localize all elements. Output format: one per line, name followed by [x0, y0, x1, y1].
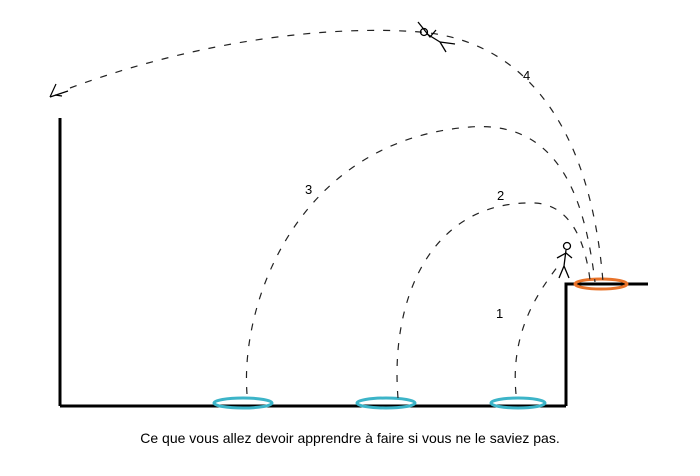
jump-label-3: 3 [305, 182, 312, 197]
jump-label-1: 1 [496, 306, 503, 321]
target-pad-2 [355, 396, 417, 410]
stick-figure-icon [556, 241, 573, 279]
flying-figure-icon [417, 21, 456, 53]
trajectory-2 [396, 202, 591, 399]
jump-label-2: 2 [497, 188, 504, 203]
trajectory-3 [245, 126, 596, 395]
ledge-wall [564, 282, 648, 406]
caption-text: Ce que vous allez devoir apprendre à fai… [140, 430, 560, 446]
target-pad-1 [489, 396, 547, 410]
landing-figure-icon [49, 83, 69, 98]
jump-label-4: 4 [523, 68, 530, 83]
target-pad-3 [212, 396, 274, 410]
launch-pad [573, 277, 629, 291]
trajectory-1 [514, 265, 559, 395]
